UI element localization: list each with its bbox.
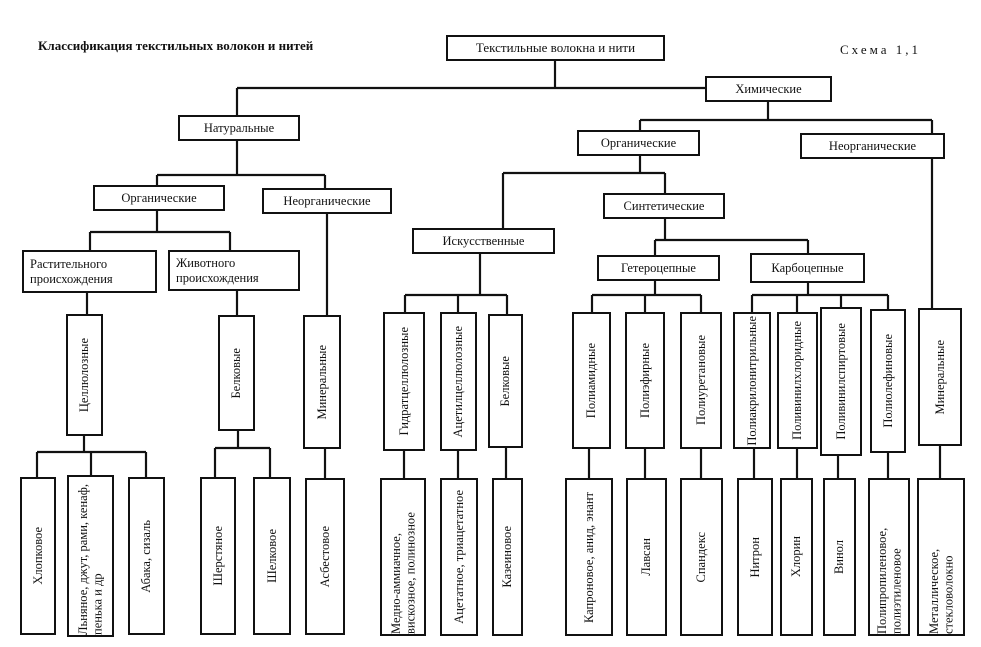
- node-label: Нитрон: [747, 536, 762, 578]
- node-label: Полиуретановые: [693, 335, 708, 426]
- node-label: Полиамидные: [584, 342, 598, 419]
- leaf-node: Полипропиленовое, полиэтиленовое: [868, 478, 910, 636]
- chemical-organic-node: Органические: [577, 130, 700, 156]
- group-node: Ацетилцеллюлозные: [440, 312, 477, 451]
- leaf-node: Винол: [823, 478, 856, 636]
- node-label: Капроновое, анид, энант: [581, 491, 596, 623]
- group-node: Поливинилхлоридные: [777, 312, 818, 449]
- node-label: Карбоцепные: [771, 260, 844, 275]
- group-node: Полиуретановые: [680, 312, 722, 449]
- group-node: Минеральные: [918, 308, 962, 446]
- node-label: Ацетатное, триацетатное: [451, 490, 466, 624]
- chemical-inorganic-node: Неорганические: [800, 133, 945, 159]
- node-label: Асбестовое: [317, 525, 332, 588]
- node-label: Растительного происхождения: [30, 257, 113, 286]
- chemical-node: Химические: [705, 76, 832, 102]
- natural-mineral-node: Минеральные: [303, 315, 341, 449]
- group-node: Поливинилспиртовые: [820, 307, 862, 456]
- group-node: Белковые: [488, 314, 523, 448]
- diagram-title: Классификация текстильных волокон и ните…: [38, 38, 314, 53]
- node-label: Абака, сизаль: [139, 519, 153, 593]
- carbochain-node: Карбоцепные: [750, 253, 865, 283]
- group-node: Полиамидные: [572, 312, 611, 449]
- natural-node: Натуральные: [178, 115, 300, 141]
- node-label: Гидратцеллюлозные: [396, 327, 411, 436]
- leaf-node: Хлорин: [780, 478, 813, 636]
- natural-organic-node: Органические: [93, 185, 225, 211]
- node-label: Хлорин: [789, 536, 803, 578]
- group-node: Полиолефиновые: [870, 309, 906, 453]
- node-label: Текстильные волокна и нити: [475, 39, 636, 55]
- natural-inorganic-node: Неорганические: [262, 188, 392, 214]
- leaf-node: Асбестовое: [305, 478, 345, 635]
- leaf-node: Абака, сизаль: [128, 477, 165, 635]
- leaf-node: Капроновое, анид, энант: [565, 478, 613, 636]
- leaf-node: Льняное, джут, рами, кенаф, пенька и др: [67, 475, 114, 637]
- node-label: Хлопковое: [30, 527, 45, 585]
- root-node: Текстильные волокна и нити: [446, 35, 665, 61]
- leaf-node: Металлическое, стекловолокно: [917, 478, 965, 636]
- node-label: Спандекс: [694, 531, 708, 583]
- node-label: Целлюлозные: [77, 337, 91, 413]
- node-label: Шерстяное: [210, 526, 225, 586]
- node-label: Искусственные: [442, 233, 525, 248]
- node-label: Лавсан: [639, 538, 653, 576]
- leaf-node: Лавсан: [626, 478, 667, 636]
- node-label: Животного происхождения: [176, 256, 259, 285]
- synthetic-node: Синтетические: [603, 193, 725, 219]
- artificial-node: Искусственные: [412, 228, 555, 254]
- node-label: Гетероцепные: [621, 260, 696, 275]
- node-label: Неорганические: [828, 138, 917, 153]
- node-label: Медно-аммиачное, вискозное, полинозное: [388, 512, 417, 634]
- leaf-node: Медно-аммиачное, вискозное, полинозное: [380, 478, 426, 636]
- group-node: Полиэфирные: [625, 312, 665, 449]
- node-label: Ацетилцеллюлозные: [451, 325, 466, 438]
- node-label: Неорганические: [283, 193, 371, 208]
- node-label: Металлическое, стекловолокно: [926, 548, 955, 634]
- node-label: Химические: [735, 81, 802, 96]
- heterochain-node: Гетероцепные: [597, 255, 720, 281]
- animal-origin-node: Животного происхождения: [168, 250, 300, 291]
- node-label: Поливинилхлоридные: [790, 321, 805, 440]
- node-label: Полиолефиновые: [880, 334, 895, 428]
- node-label: Органические: [600, 135, 677, 150]
- node-label: Органические: [121, 190, 197, 205]
- node-label: Казеиновое: [500, 526, 514, 588]
- leaf-node: Ацетатное, триацетатное: [440, 478, 478, 636]
- node-label: Поливинилспиртовые: [833, 323, 848, 440]
- node-label: Белковые: [498, 355, 512, 407]
- group-node: Гидратцеллюлозные: [383, 312, 425, 451]
- leaf-node: Нитрон: [737, 478, 773, 636]
- node-label: Натуральные: [203, 120, 275, 135]
- leaf-node: Шелковое: [253, 477, 291, 635]
- group-node: Полиакрилонитрильные: [733, 312, 771, 449]
- leaf-node: Казеиновое: [492, 478, 523, 636]
- cellulose-node: Целлюлозные: [66, 314, 103, 436]
- leaf-node: Шерстяное: [200, 477, 236, 635]
- node-label: Винол: [832, 539, 846, 575]
- node-label: Минеральные: [314, 344, 329, 420]
- node-label: Минеральные: [932, 339, 947, 415]
- node-label: Белковые: [229, 347, 243, 399]
- leaf-node: Хлопковое: [20, 477, 56, 635]
- plant-origin-node: Растительного происхождения: [22, 250, 157, 293]
- node-label: Льняное, джут, рами, кенаф, пенька и др: [76, 484, 105, 635]
- node-label: Полипропиленовое, полиэтиленовое: [874, 527, 903, 634]
- node-label: Полиэфирные: [637, 342, 652, 418]
- scheme-label: Схема 1,1: [840, 42, 922, 57]
- node-label: Шелковое: [264, 529, 279, 583]
- leaf-node: Спандекс: [680, 478, 723, 636]
- node-label: Синтетические: [623, 198, 705, 213]
- node-label: Полиакрилонитрильные: [744, 315, 759, 446]
- protein-node: Белковые: [218, 315, 255, 431]
